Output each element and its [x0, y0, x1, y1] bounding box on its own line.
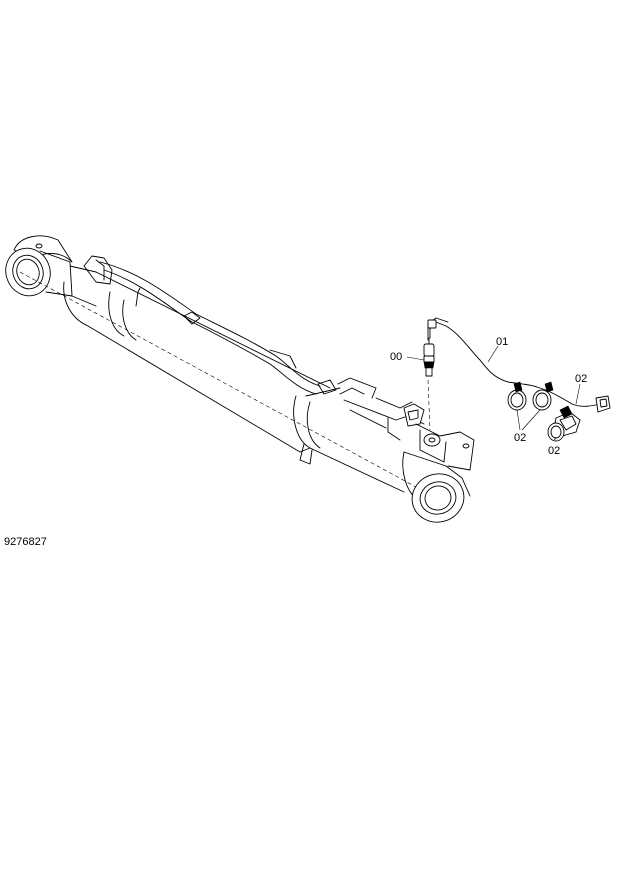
cylinder-barrel [19, 255, 441, 501]
drawing-number: 9276827 [4, 536, 47, 548]
bottom-end-eye [402, 451, 471, 523]
clamp-left [507, 381, 527, 411]
rod-end-eye [5, 235, 73, 297]
callout-clamp-left: 02 [514, 432, 526, 444]
leader-lines [406, 345, 581, 441]
pressure-sensor [423, 337, 435, 377]
hydraulic-pipe [99, 261, 337, 395]
wire-harness [427, 317, 611, 437]
callout-clamp-upper: 02 [575, 373, 587, 385]
callout-pressure-sensor: 00 [390, 351, 402, 363]
clamp-lower [547, 422, 565, 442]
valve-block [337, 377, 475, 471]
clamp-middle [532, 381, 554, 411]
callout-wire-harness: 01 [496, 336, 508, 348]
callout-clamp-lower: 02 [548, 445, 560, 457]
